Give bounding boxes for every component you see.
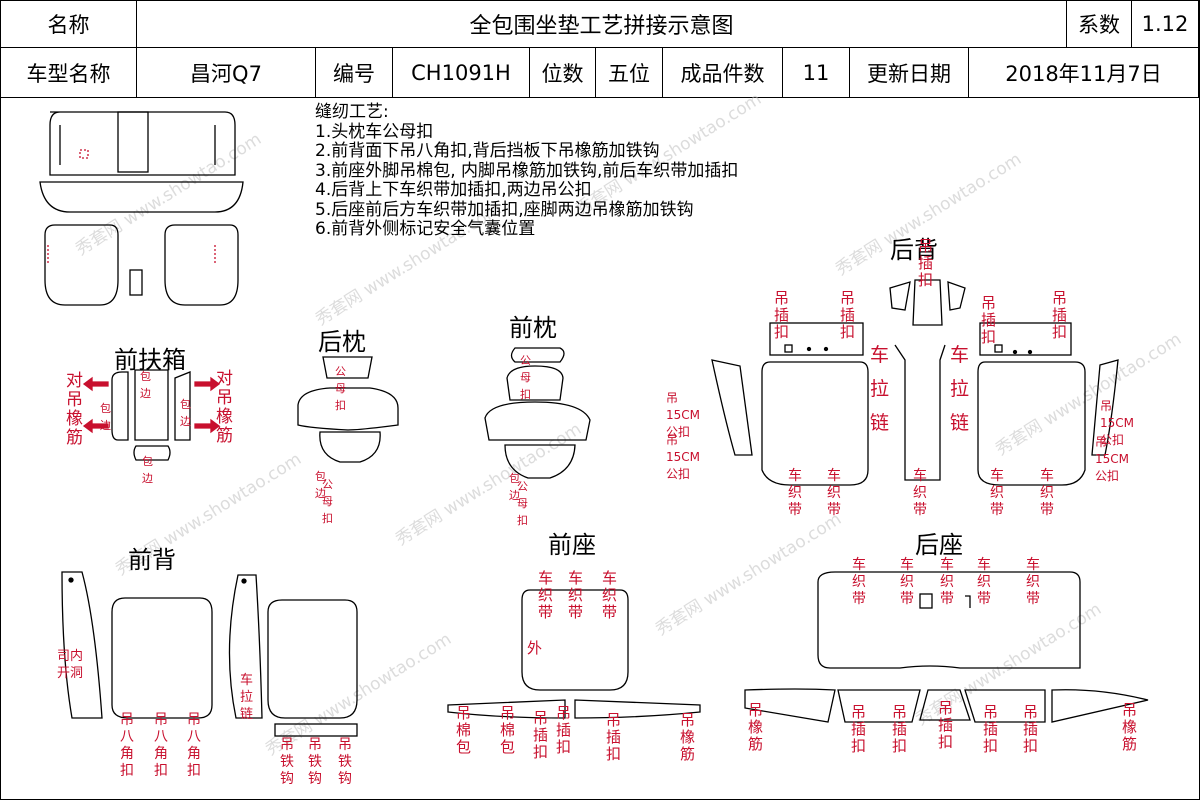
pieces-value: 11 [782,47,850,98]
armrest-pieces [82,369,221,461]
note-mark-hole: 司内开洞 [57,649,84,681]
note-cotton: 吊棉包 [500,704,516,756]
front-headrest-pieces [484,347,591,479]
note-webbing: 车织带 [940,557,954,607]
note-hang-buckle: 吊插扣 [1023,703,1039,755]
note-webbing: 车织带 [788,468,802,518]
note-bind-edge: 包边 [142,455,153,485]
note-webbing: 车织带 [900,557,914,607]
note-elastic: 吊橡筋 [748,701,764,753]
note-hook: 吊铁钩 [308,737,322,787]
craft-step: 1.头枕车公母扣 [315,121,434,142]
craft-step: 6.前背外侧标记安全气囊位置 [315,219,536,239]
note-zipper: 车拉链 [240,673,254,722]
note-webbing: 车织带 [827,468,841,518]
section-front-back: 前背 [128,546,176,574]
model-label: 车型名称 [0,47,137,98]
note-snap: 公母扣 [322,478,333,525]
seats-value: 五位 [595,47,663,98]
note-15cm-snap: 吊15CM公扣 [1095,435,1130,483]
note-hook: 吊铁钩 [280,737,294,787]
note-hang-buckle: 吊插扣 [774,289,790,341]
craft-step: 4.后背上下车织带加插扣,两边吊公扣 [315,180,592,200]
craft-title: 缝纫工艺: [315,102,389,122]
note-bind-edge: 包边 [180,398,191,428]
note-hang-buckle: 吊插扣 [938,699,954,751]
arrow-icon [82,376,221,434]
note-bind-edge: 包边 [140,370,151,400]
note-hang-buckle: 吊插扣 [840,289,856,341]
note-cotton: 吊棉包 [456,704,472,756]
note-snap: 公母扣 [520,354,531,401]
date-label: 更新日期 [849,47,969,98]
note-octagon: 吊八角扣 [154,712,168,779]
note-bind-edge: 包边 [509,472,520,502]
note-hang-elastic-right: 对吊橡筋 [216,369,233,446]
note-hang-buckle: 吊插扣 [556,704,572,756]
note-webbing: 车织带 [977,557,991,607]
note-15cm-snap: 吊15CM公扣 [1100,399,1135,447]
header-row-2: 车型名称 昌河Q7 编号 CH1091H 位数 五位 成品件数 11 更新日期 … [0,47,1199,98]
craft-step: 5.后座前后方车织带加插扣,座脚两边吊橡筋加铁钩 [315,199,694,220]
note-bind-edge: 包边 [315,470,326,500]
model-value: 昌河Q7 [136,47,316,98]
note-car-zipper: 车拉链 [870,344,890,434]
craft-instructions: 缝纫工艺: 1.头枕车公母扣 2.前背面下吊八角扣,背后挡板下吊橡筋加铁钩 3.… [315,102,739,240]
note-octagon: 吊八角扣 [187,712,201,779]
craft-step: 3.前座外脚吊棉包, 内脚吊橡筋加铁钩,前后车织带加插扣 [315,160,739,181]
rear-seat-pieces [744,571,1149,723]
note-elastic: 吊橡筋 [680,711,696,763]
note-webbing: 车织带 [990,468,1004,518]
note-15cm-snap: 吊15CM公扣 [666,391,701,439]
rear-headrest-pieces [297,356,399,463]
section-rear-seat: 后座 [915,531,963,559]
note-webbing: 车织带 [602,569,618,621]
note-hang-buckle: 吊插扣 [1052,289,1068,341]
note-15cm-snap: 吊15CM公扣 [666,433,701,481]
section-rear-back: 后背 [890,236,938,264]
note-hang-buckle: 吊插扣 [606,711,622,763]
note-elastic: 吊橡筋 [1122,701,1138,753]
front-back-pieces [61,571,358,737]
pieces-label: 成品件数 [662,47,783,98]
note-hang-buckle: 吊插扣 [983,703,999,755]
note-webbing: 车织带 [538,569,554,621]
section-front-armrest: 前扶箱 [114,346,186,374]
front-seat-pieces [447,589,701,719]
section-front-headrest: 前枕 [509,314,557,342]
thumbnail-front-seats [44,224,239,306]
craft-step: 2.前背面下吊八角扣,背后挡板下吊橡筋加铁钩 [315,141,660,161]
note-octagon: 吊八角扣 [120,712,134,779]
note-webbing: 车织带 [913,468,927,518]
code-value: CH1091H [392,47,530,98]
rear-back-pieces [711,279,1119,486]
doc-title: 全包围坐垫工艺拼接示意图 [136,0,1067,48]
note-hang-buckle: 吊插扣 [892,703,908,755]
note-hook: 吊铁钩 [338,737,352,787]
header-table: 名称 全包围坐垫工艺拼接示意图 系数 1.12 [0,0,1199,48]
thumbnail-rear-bench [39,111,244,213]
code-label: 编号 [315,47,393,98]
note-webbing: 车织带 [568,569,584,621]
note-hang-elastic-left: 对吊橡筋 [66,371,83,448]
note-snap: 公母扣 [335,365,346,412]
note-hang-buckle: 吊插扣 [981,294,997,346]
seats-label: 位数 [529,47,596,98]
note-webbing: 车织带 [1026,557,1040,607]
note-outer: 外 [527,639,543,657]
note-bind-edge: 包边 [100,402,111,432]
date-value: 2018年11月7日 [968,47,1199,98]
note-hang-buckle: 吊插扣 [533,709,549,761]
coef-value: 1.12 [1131,0,1199,48]
note-hang-buckle: 吊插扣 [851,703,867,755]
note-webbing: 车织带 [1040,468,1054,518]
note-snap: 公母扣 [517,480,528,527]
note-hang-buckle: 吊插扣 [918,237,934,289]
section-rear-headrest: 后枕 [318,328,366,356]
note-webbing: 车织带 [852,557,866,607]
note-car-zipper: 车拉链 [950,344,970,434]
section-front-seat: 前座 [548,531,596,559]
